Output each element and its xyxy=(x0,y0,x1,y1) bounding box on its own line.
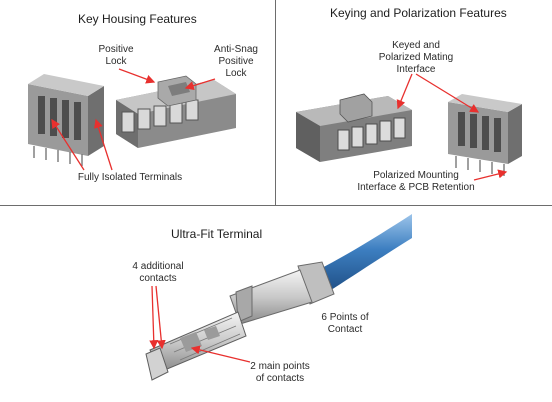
horizontal-divider xyxy=(0,205,552,206)
vertical-divider xyxy=(275,0,276,206)
panel-title-keying: Keying and Polarization Features xyxy=(330,6,507,20)
label-main-points: 2 main points of contacts xyxy=(250,361,310,384)
label-positive-lock: Positive Lock xyxy=(98,44,134,67)
label-six-points: 6 Points of Contact xyxy=(321,312,369,335)
label-polarized-mounting: Polarized Mounting Interface & PCB Reten… xyxy=(357,170,475,193)
receptacle-housing-1 xyxy=(116,75,236,148)
label-additional-contacts: 4 additional contacts xyxy=(132,261,184,284)
ultra-fit-terminal xyxy=(145,214,412,381)
label-keyed-interface: Keyed and Polarized Mating Interface xyxy=(378,40,454,75)
panel-title-key-housing: Key Housing Features xyxy=(78,12,197,26)
label-isolated-terminals: Fully Isolated Terminals xyxy=(77,172,183,183)
receptacle-housing-2 xyxy=(296,93,412,162)
label-anti-snag: Anti-Snag Positive Lock xyxy=(214,44,258,79)
annotation-arrows xyxy=(51,68,508,363)
panel-title-terminal: Ultra-Fit Terminal xyxy=(171,227,263,241)
header-connector-left xyxy=(28,74,104,166)
header-connector-right xyxy=(448,94,522,176)
